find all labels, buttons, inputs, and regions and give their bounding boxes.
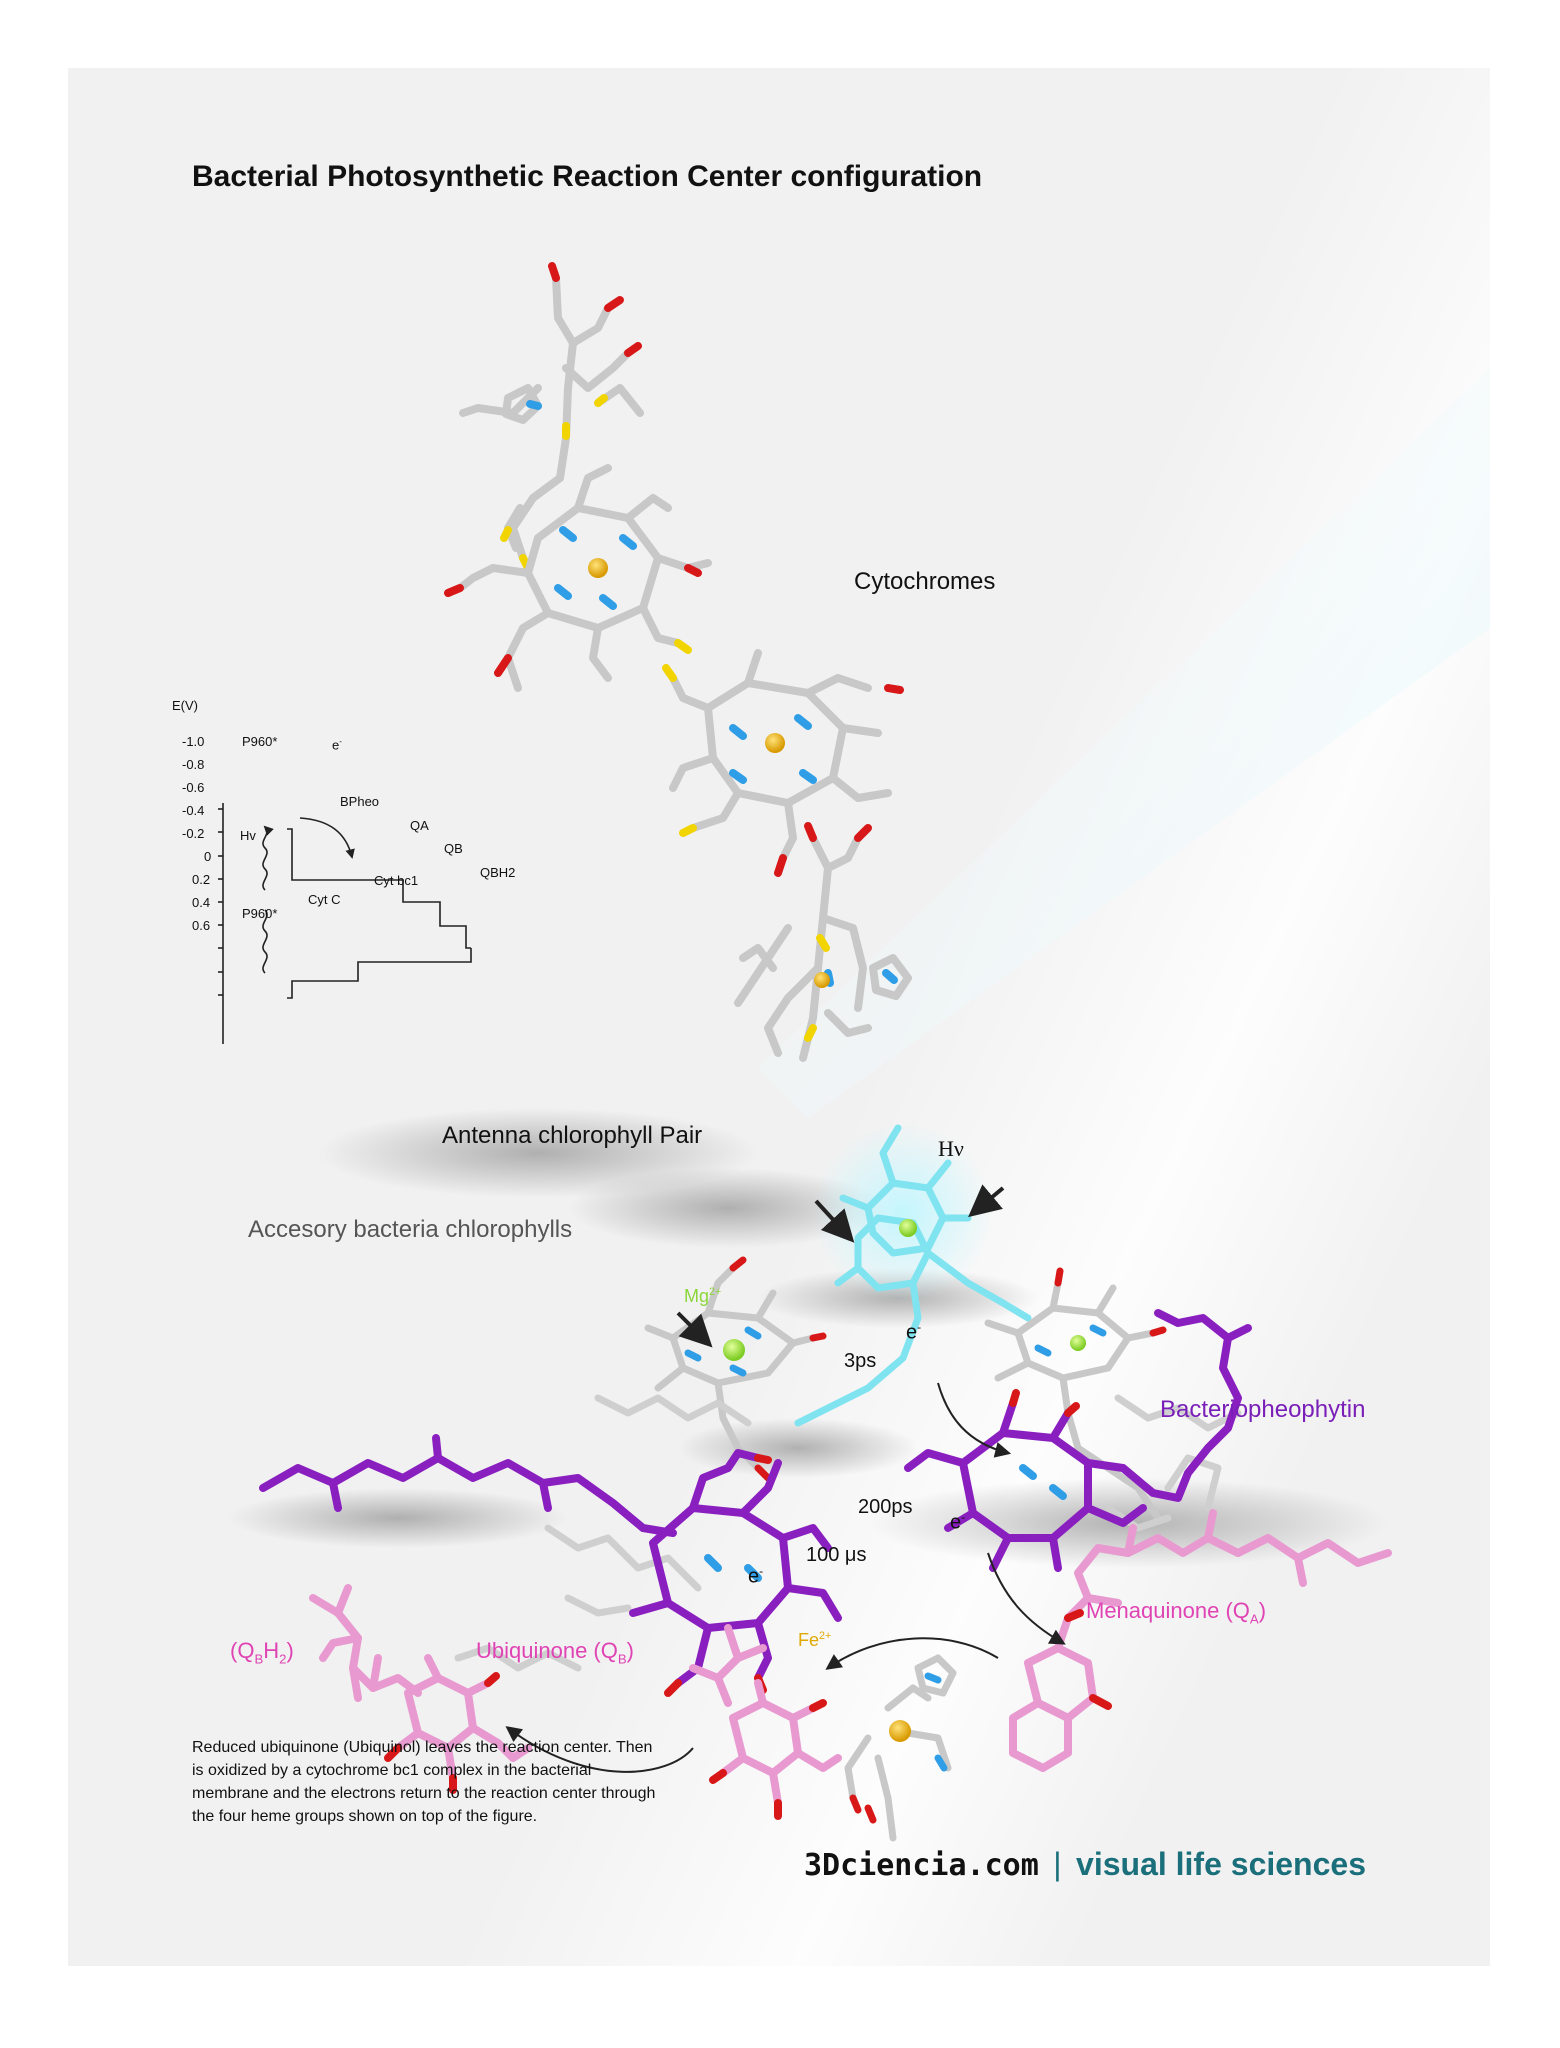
accessory-mg-right [1070,1335,1086,1351]
label-bacteriopheophytin: Bacteriopheophytin [1160,1396,1366,1423]
arrow-accessory [676,1311,713,1348]
staircase-upper [287,828,471,949]
bacteriopheophytin-right [904,1309,1252,1572]
qbh2-ubiquinol [309,1584,532,1794]
cytochrome-heme-3 [662,649,904,877]
step-qbh2: QBH2 [480,865,516,880]
heme-iron-3 [814,972,830,988]
label-e-100us: e- [748,1564,764,1588]
photon-wave [263,827,267,974]
phytol-chains [454,1394,1242,1672]
menaquinone-qa [1009,1509,1392,1772]
tick-label: 0.2 [192,872,211,887]
label-fe: Fe2+ [798,1630,832,1650]
heme-iron-2 [765,733,785,753]
step-bpheo: BPheo [340,794,380,809]
p960-excited-label: P960* [242,734,278,749]
cytochrome-heme-2 [444,464,712,692]
label-e-3ps: e- [906,1320,922,1344]
cytochrome-heme-1 [459,262,644,572]
label-3ps: 3ps [844,1350,877,1372]
arrow-release-qbh2 [505,1726,694,1773]
step-qa: QA [410,818,429,833]
heme-iron-1 [588,558,608,578]
brand-footer: 3Dciencia.com | visual life sciences [804,1846,1366,1883]
arrow-antenna [814,1199,855,1243]
tick-label: 0.6 [192,918,211,933]
step-cytc: Cyt C [308,892,341,907]
brand-site: 3Dciencia.com [804,1848,1039,1883]
energy-diagram-lines [218,803,472,1044]
label-menaquinone: Menaquinone (QA) [1086,1598,1267,1627]
light-beam [758,368,1490,1118]
p960-ground-label: P960* [242,906,278,921]
molecular-illustration [218,262,1490,1842]
label-e-200ps: e- [950,1510,966,1534]
tick-label: -0.8 [182,757,205,772]
antenna-chlorophyll-pair [794,1124,1032,1427]
brand-separator: | [1053,1846,1062,1882]
label-100us: 100 μs [806,1544,867,1566]
label-cytochromes: Cytochromes [854,568,996,595]
antenna-glow [813,1123,993,1303]
step-cytbc1: Cyt bc1 [374,873,419,888]
non-heme-iron [889,1720,911,1742]
cytochrome-heme-4 [734,822,912,1062]
label-hv-photon: Hν [938,1136,964,1161]
arrow-hv [968,1184,1005,1218]
electron-transfer-arrows [505,1184,1066,1773]
hv-label: Hv [240,828,256,843]
arrow-100us [825,1637,999,1670]
energy-axis-ticks [218,808,223,996]
step-qb: QB [444,841,463,856]
bacteriopheophytin-left [259,1434,842,1697]
energy-e-arrow [299,817,355,859]
accessory-chlorophyll-left [644,1256,827,1482]
antenna-mg [899,1219,917,1237]
arrow-3ps [937,1382,1012,1458]
tick-label: -0.2 [182,826,205,841]
iron-center-ligands [844,1654,957,1842]
brand-tagline: visual life sciences [1076,1846,1366,1882]
label-accessory-chlorophylls: Accesory bacteria chlorophylls [248,1216,573,1243]
tick-label: -0.4 [182,803,205,818]
page-title: Bacterial Photosynthetic Reaction Center… [192,160,983,193]
tick-label: 0.4 [192,895,211,910]
label-antenna-pair: Antenna chlorophyll Pair [442,1122,703,1149]
ubiquinone-qb [689,1624,842,1820]
label-200ps: 200ps [858,1496,913,1518]
label-ubiquinone: Ubiquinone (QB) [476,1638,634,1667]
label-mg: Mg2+ [684,1286,722,1306]
accessory-mg-left [723,1339,745,1361]
tick-label: -1.0 [182,734,205,749]
arrow-200ps [987,1552,1066,1645]
description-text: Reduced ubiquinone (Ubiquinol) leaves th… [192,1739,656,1825]
staircase-lower [287,948,472,999]
figure-canvas: Bacterial Photosynthetic Reaction Center… [68,68,1490,1966]
label-qbh2: (QBH2) [230,1638,294,1667]
energy-e-label: e- [332,737,342,753]
energy-axis-label: E(V) [172,698,198,713]
tick-label: -0.6 [182,780,205,795]
tick-label: 0 [204,849,212,864]
